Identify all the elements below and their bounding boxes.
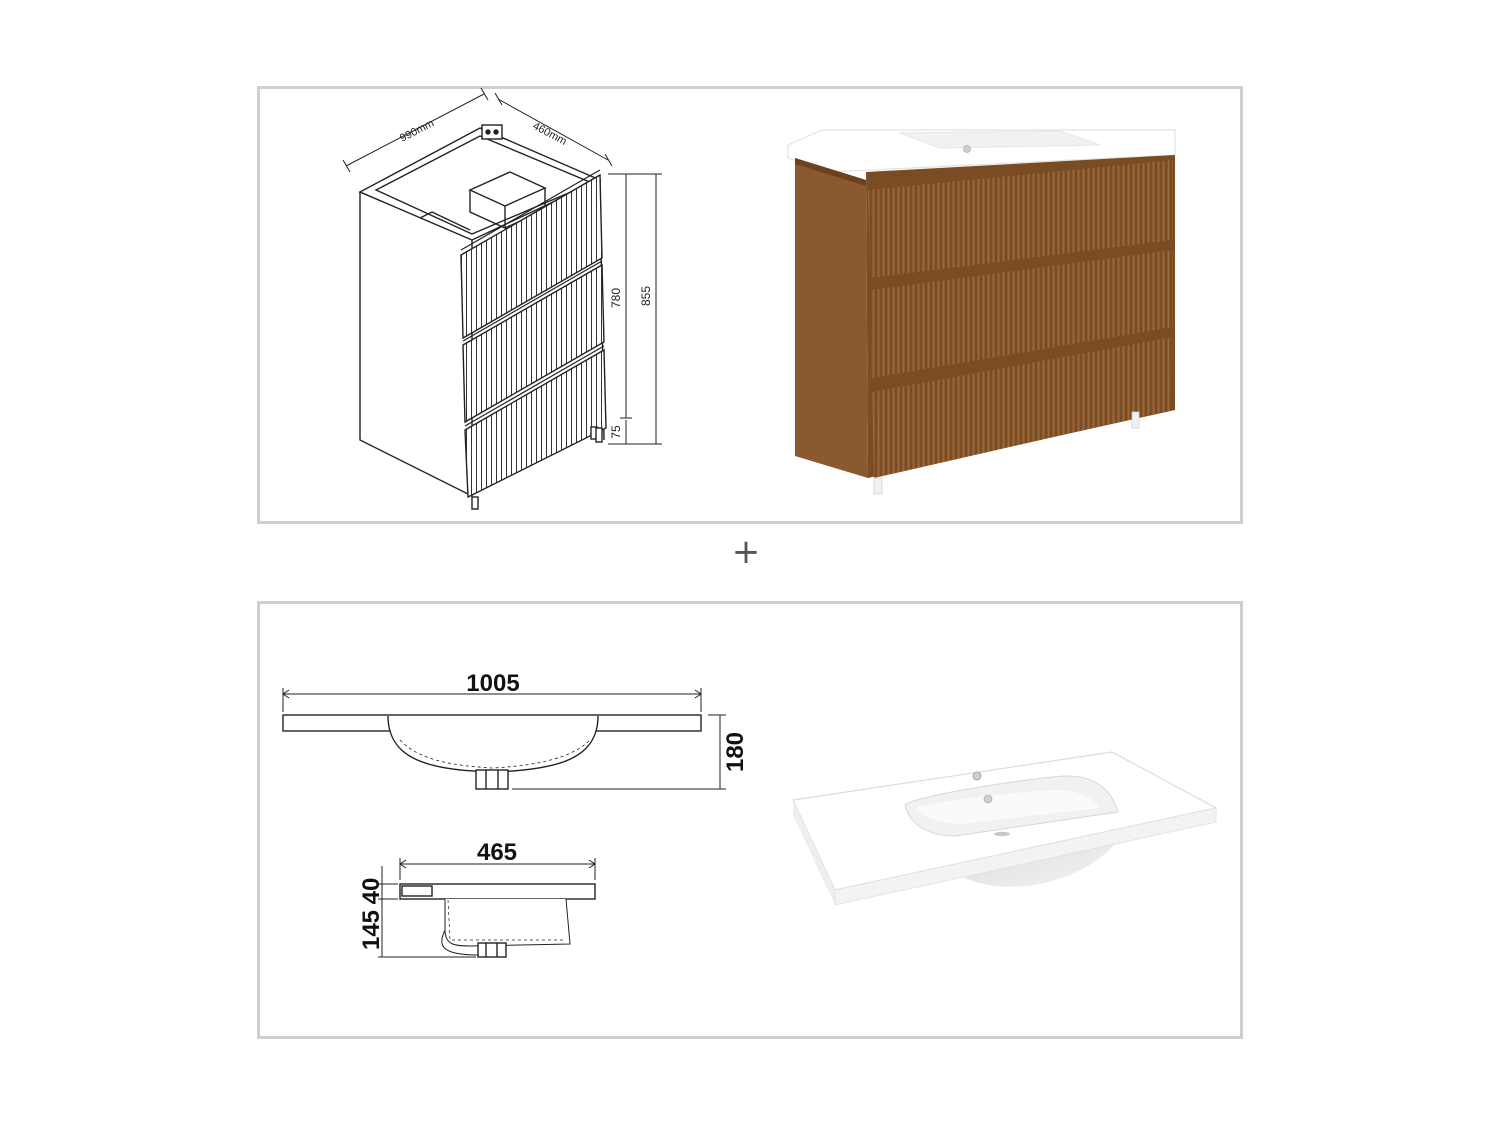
- drawer-front-middle: [462, 263, 605, 424]
- basin-render: [792, 751, 1218, 906]
- cabinet-leg-height-label: 75: [609, 425, 623, 439]
- plus-separator: +: [731, 532, 761, 572]
- render-drawer-middle: [870, 250, 1173, 378]
- basin-rim-label: 40: [358, 878, 385, 905]
- basin-depth-label: 465: [477, 839, 517, 866]
- basin-side-dimensions: [378, 858, 596, 958]
- basin-bowl-label: 145: [358, 910, 385, 950]
- basin-front-dimensions: [282, 688, 726, 790]
- cabinet-drawer-fronts: [460, 169, 607, 499]
- cabinet-legs: [471, 426, 603, 510]
- cabinet-dimensions: [342, 87, 662, 445]
- basin-front-elevation: [282, 714, 702, 790]
- cabinet-render: [787, 129, 1176, 495]
- basin-height-label: 180: [722, 732, 749, 772]
- cabinet-total-height-label: 855: [639, 286, 653, 306]
- render-cabinet-side: [795, 158, 868, 478]
- drawer-front-bottom: [464, 348, 607, 499]
- cabinet-body-height-label: 780: [609, 288, 623, 308]
- basin-side-section: [399, 883, 596, 958]
- cabinet-line-drawing: [358, 124, 605, 498]
- render-drawer-bottom: [872, 337, 1173, 478]
- drawer-front-top: [460, 173, 603, 340]
- render-drawer-top: [868, 160, 1173, 278]
- basin-length-label: 1005: [466, 670, 519, 697]
